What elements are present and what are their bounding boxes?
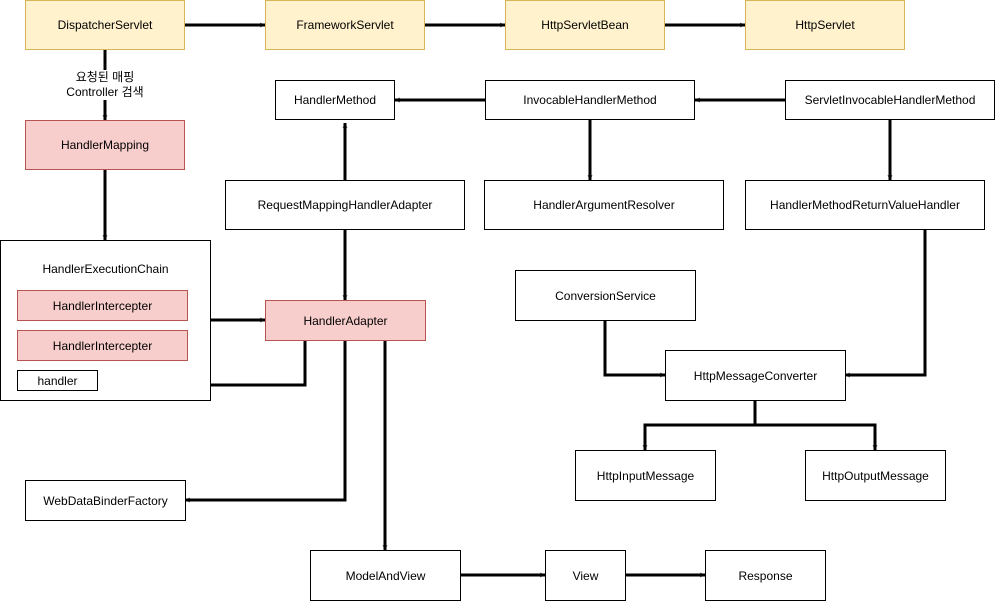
- node-label: handler: [37, 373, 78, 388]
- node-servlet-invocable-handler-method[interactable]: ServletInvocableHandlerMethod: [785, 80, 995, 120]
- node-label: FrameworkServlet: [296, 18, 394, 32]
- node-label: HandlerIntercepter: [52, 338, 153, 353]
- node-response[interactable]: Response: [705, 550, 826, 601]
- node-label: RequestMappingHandlerAdapter: [257, 198, 433, 212]
- node-http-servlet[interactable]: HttpServlet: [745, 0, 905, 50]
- node-handler-adapter[interactable]: HandlerAdapter: [265, 300, 426, 341]
- node-label: HandlerExecutionChain: [42, 262, 169, 276]
- node-handler-intercepter-1[interactable]: HandlerIntercepter: [17, 290, 188, 321]
- edge-returnvaluehandler-to-messageconverter: [845, 230, 927, 378]
- node-label: HttpMessageConverter: [693, 368, 818, 383]
- node-label: DispatcherServlet: [57, 18, 153, 32]
- node-label: ServletInvocableHandlerMethod: [804, 93, 976, 107]
- node-http-input-message[interactable]: HttpInputMessage: [575, 450, 716, 501]
- node-label: WebDataBinderFactory: [43, 493, 168, 508]
- node-model-and-view[interactable]: ModelAndView: [310, 550, 461, 601]
- node-http-message-converter[interactable]: HttpMessageConverter: [665, 350, 846, 401]
- node-label: HandlerIntercepter: [52, 298, 153, 313]
- node-handler-method-return-value-handler[interactable]: HandlerMethodReturnValueHandler: [745, 180, 985, 230]
- node-request-mapping-handler-adapter[interactable]: RequestMappingHandlerAdapter: [225, 180, 465, 230]
- node-framework-servlet[interactable]: FrameworkServlet: [265, 0, 425, 50]
- edge-conversionservice-to-messageconverter: [603, 320, 665, 378]
- edge-handleradapter-to-webdatabinderfactory: [185, 340, 347, 503]
- node-invocable-handler-method[interactable]: InvocableHandlerMethod: [485, 80, 695, 120]
- node-label: HandlerArgumentResolver: [533, 198, 675, 212]
- node-label: HttpServletBean: [541, 18, 629, 32]
- node-label: InvocableHandlerMethod: [523, 93, 657, 107]
- node-http-servlet-bean[interactable]: HttpServletBean: [505, 0, 665, 50]
- node-view[interactable]: View: [545, 550, 626, 601]
- node-label: Response: [738, 568, 793, 583]
- node-label: ModelAndView: [345, 568, 426, 583]
- edge-messageconverter-to-outputmessage: [755, 423, 878, 450]
- mapping-edge-label-line2: Controller 검색: [66, 85, 144, 99]
- node-label: HandlerAdapter: [303, 313, 388, 328]
- node-web-data-binder-factory[interactable]: WebDataBinderFactory: [25, 480, 186, 521]
- node-label: HttpServlet: [795, 18, 855, 32]
- node-handler-mapping[interactable]: HandlerMapping: [25, 120, 185, 170]
- node-label: HandlerMethodReturnValueHandler: [770, 198, 960, 212]
- node-label: HttpInputMessage: [596, 468, 695, 483]
- node-http-output-message[interactable]: HttpOutputMessage: [805, 450, 946, 501]
- node-label: HandlerMapping: [60, 138, 150, 152]
- node-label: ConversionService: [555, 288, 656, 303]
- node-dispatcher-servlet[interactable]: DispatcherServlet: [25, 0, 185, 50]
- node-handler-method[interactable]: HandlerMethod: [275, 80, 395, 120]
- node-label: HttpOutputMessage: [822, 468, 929, 483]
- mapping-edge-label: 요청된 매핑 Controller 검색: [55, 70, 155, 100]
- node-conversion-service[interactable]: ConversionService: [515, 270, 696, 321]
- node-label: HandlerMethod: [293, 93, 377, 107]
- edge-messageconverter-to-inputmessage: [642, 400, 757, 450]
- mapping-edge-label-line1: 요청된 매핑: [75, 70, 135, 84]
- node-handler-argument-resolver[interactable]: HandlerArgumentResolver: [484, 180, 724, 230]
- node-handler-intercepter-2[interactable]: HandlerIntercepter: [17, 330, 188, 361]
- node-handler[interactable]: handler: [17, 370, 98, 391]
- node-label: View: [572, 568, 599, 583]
